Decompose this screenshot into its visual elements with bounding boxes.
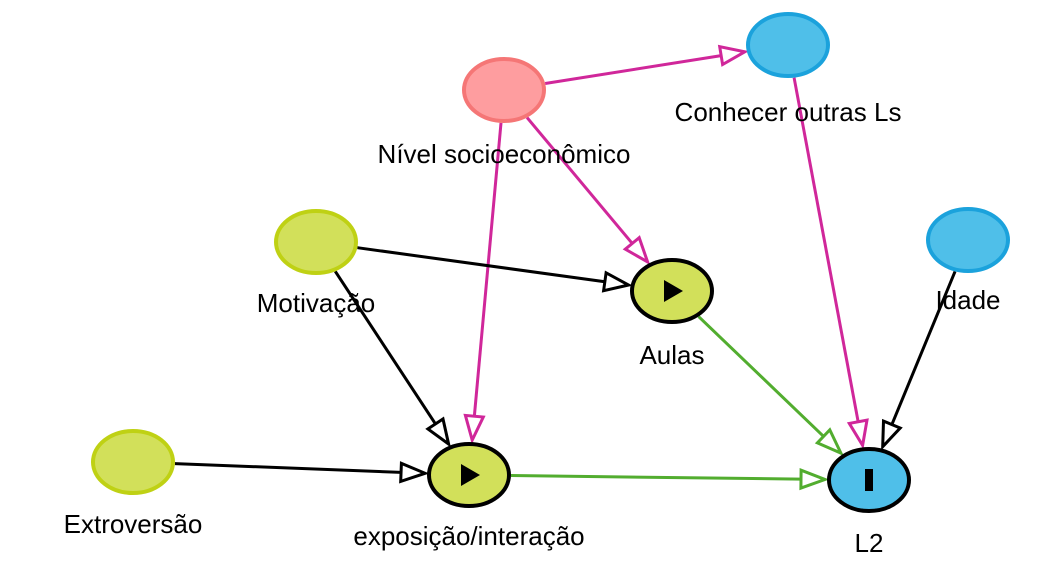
edge-line[interactable] (544, 54, 722, 85)
edge-line[interactable] (357, 246, 606, 284)
node-ellipse[interactable] (274, 209, 358, 275)
edge-conhecer-to-l2[interactable] (792, 77, 869, 450)
arrowhead-icon (799, 468, 830, 491)
node-exposicao[interactable]: exposição/interação (353, 442, 585, 551)
node-aulas[interactable]: Aulas (630, 258, 714, 370)
edge-line[interactable] (697, 315, 825, 438)
play-icon (664, 280, 683, 302)
arrowhead-icon (399, 461, 430, 484)
arrowhead-icon (463, 413, 486, 445)
node-ellipse[interactable] (926, 207, 1010, 273)
arrowhead-icon (622, 235, 651, 266)
edge-line[interactable] (510, 474, 802, 481)
node-idade[interactable]: Idade (926, 207, 1010, 315)
node-ellipse[interactable] (746, 12, 830, 78)
arrowhead-icon (846, 418, 869, 450)
nodes-layer: Nível socioeconômico Conhecer outras Ls Mo… (64, 12, 1010, 558)
edge-line[interactable] (174, 462, 402, 474)
node-ellipse[interactable] (91, 429, 175, 495)
edge-motivacao-to-aulas[interactable] (357, 246, 633, 293)
play-icon (461, 464, 480, 486)
arrowhead-icon (601, 270, 633, 293)
outcome-bar-icon (865, 469, 873, 491)
edge-nse-to-conhecer[interactable] (544, 44, 750, 85)
node-label: Conhecer outras Ls (675, 97, 902, 127)
node-extroversao[interactable]: Extroversão (64, 429, 203, 539)
edge-nse-to-exposicao[interactable] (463, 122, 503, 445)
node-l2[interactable]: L2 (827, 447, 911, 558)
node-label: exposição/interação (353, 521, 584, 551)
edge-line[interactable] (525, 116, 634, 245)
edge-nse-to-aulas[interactable] (525, 116, 651, 266)
node-ellipse[interactable] (462, 57, 546, 123)
node-label: Aulas (639, 340, 704, 370)
edges-layer (174, 44, 957, 491)
edge-idade-to-l2[interactable] (881, 270, 957, 451)
edge-aulas-to-l2[interactable] (697, 315, 844, 457)
node-label: L2 (855, 528, 884, 558)
arrowhead-icon (881, 418, 903, 451)
node-label: Idade (935, 285, 1000, 315)
edge-line[interactable] (890, 270, 957, 426)
edge-line[interactable] (792, 77, 860, 423)
edge-line[interactable] (334, 270, 437, 425)
node-conhecer[interactable]: Conhecer outras Ls (675, 12, 902, 127)
node-label: Motivação (257, 288, 376, 318)
node-motivacao[interactable]: Motivação (257, 209, 376, 318)
arrowhead-icon (717, 44, 750, 67)
node-label: Extroversão (64, 509, 203, 539)
arrowhead-icon (814, 427, 844, 457)
node-nse[interactable]: Nível socioeconômico (378, 57, 631, 169)
arrowhead-icon (425, 416, 451, 448)
edge-line[interactable] (472, 122, 503, 417)
edge-extroversao-to-exposicao[interactable] (174, 461, 430, 484)
edge-motivacao-to-exposicao[interactable] (334, 270, 451, 448)
node-label: Nível socioeconômico (378, 139, 631, 169)
edge-exposicao-to-l2[interactable] (510, 468, 830, 491)
